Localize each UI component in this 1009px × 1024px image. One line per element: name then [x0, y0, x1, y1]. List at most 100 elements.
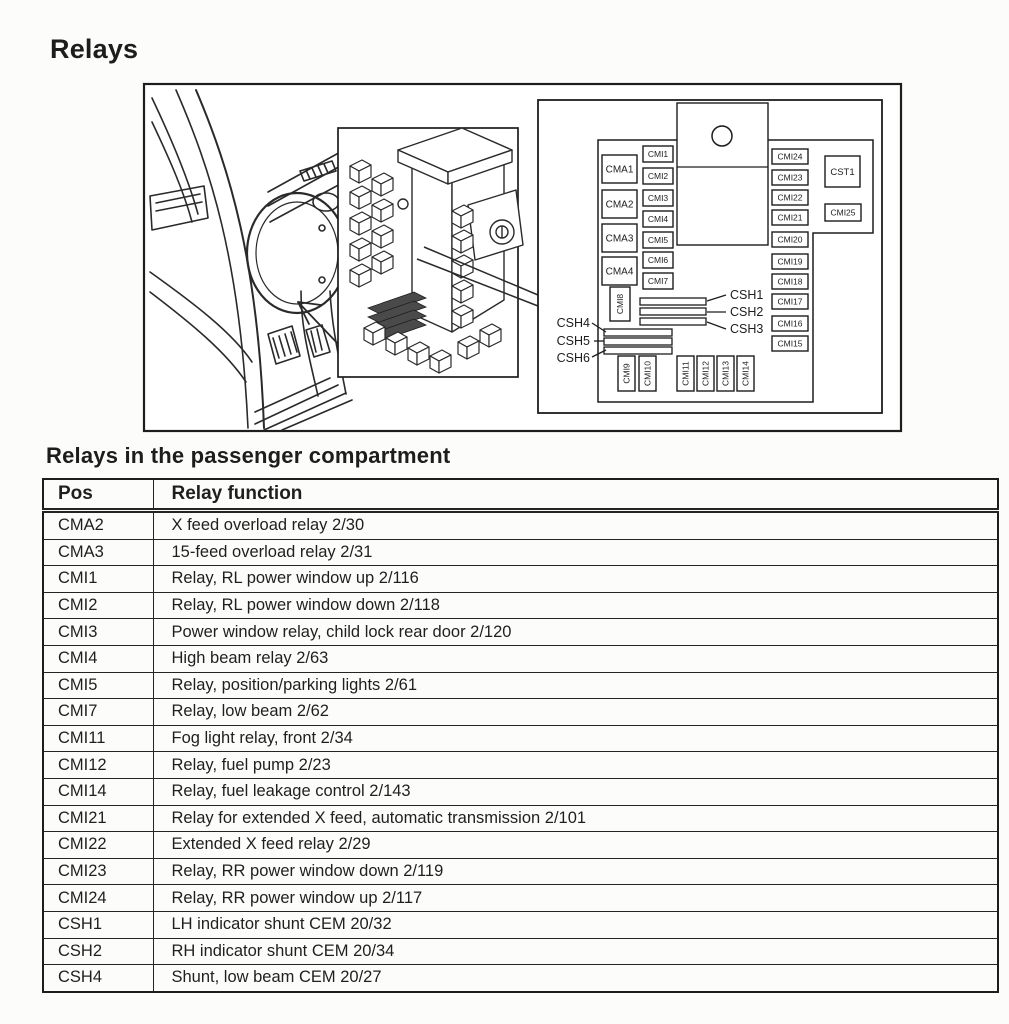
relay-slot: CMI1 [642, 145, 674, 163]
table-cell-function: Relay, position/parking lights 2/61 [152, 671, 999, 700]
svg-text:CMI22: CMI22 [777, 193, 802, 203]
page-title: Relays [50, 34, 139, 64]
svg-text:CST1: CST1 [830, 167, 854, 178]
table-cell-function: Relay, low beam 2/62 [152, 698, 999, 726]
relay-slot: CMI13 [716, 355, 735, 392]
table-cell-pos: CSH1 [42, 910, 154, 939]
csh-bars-left [603, 328, 673, 355]
table-cell-pos: CMA3 [42, 538, 154, 567]
table-cell-pos: CMI11 [42, 724, 154, 753]
csh4-label: CSH4 [557, 316, 590, 330]
relay-schematic: CSH1 CSH2 CSH3 CSH4 CSH5 CSH6 CMA1CMA2CM… [537, 99, 883, 414]
svg-text:CMI25: CMI25 [830, 208, 855, 218]
table-cell-pos: CMI5 [42, 671, 154, 700]
table-cell-function: LH indicator shunt CEM 20/32 [152, 910, 999, 939]
relay-slot: CMA2 [601, 189, 638, 219]
relay-slot: CMI14 [736, 355, 755, 392]
csh3-label: CSH3 [730, 322, 763, 336]
relay-slot: CMI8 [609, 286, 631, 322]
section-title: Relays in the passenger compartment [46, 443, 451, 468]
table-cell-pos: CMI1 [42, 565, 154, 593]
svg-text:CMI23: CMI23 [777, 173, 802, 183]
table-cell-pos: CMI3 [42, 618, 154, 646]
relay-location-figure: CSH1 CSH2 CSH3 CSH4 CSH5 CSH6 CMA1CMA2CM… [142, 82, 903, 433]
svg-text:CMI19: CMI19 [777, 257, 802, 267]
table-cell-function: Relay, RL power window up 2/116 [152, 565, 999, 593]
table-cell-pos: CMI21 [42, 804, 154, 833]
table-cell-function: Relay for extended X feed, automatic tra… [152, 804, 999, 833]
csh-bars-right [639, 297, 707, 326]
table-cell-pos: CMI23 [42, 857, 154, 886]
relay-slot: CMI10 [638, 355, 657, 392]
connector-block [676, 102, 769, 246]
relay-slot: CMI9 [617, 355, 636, 392]
svg-text:CMI14: CMI14 [741, 361, 751, 386]
relay-slot: CMI24 [771, 148, 809, 165]
relay-slot: CMI7 [642, 272, 674, 290]
svg-text:CMA4: CMA4 [606, 267, 634, 278]
relay-slot: CMI18 [771, 273, 809, 290]
relay-slot: CMI21 [771, 209, 809, 226]
svg-text:CMI2: CMI2 [648, 171, 669, 181]
csh2-label: CSH2 [730, 305, 763, 319]
table-cell-pos: CMI7 [42, 698, 154, 726]
table-cell-function: Relay, RR power window up 2/117 [152, 884, 999, 912]
csh6-label: CSH6 [557, 351, 590, 365]
svg-text:CMI18: CMI18 [777, 277, 802, 287]
csh-leader-lines [591, 294, 727, 358]
relay-slot: CMI20 [771, 231, 809, 248]
svg-text:CMI5: CMI5 [648, 235, 669, 245]
svg-text:CMI17: CMI17 [777, 297, 802, 307]
svg-text:CMI20: CMI20 [777, 235, 802, 245]
svg-text:CMI12: CMI12 [701, 361, 711, 386]
table-cell-function: Fog light relay, front 2/34 [152, 724, 999, 753]
table-header-row: Pos Relay function [42, 478, 999, 513]
relay-slot: CMI17 [771, 293, 809, 310]
relay-slot: CMI16 [771, 315, 809, 332]
relay-slot: CMI25 [824, 203, 862, 222]
svg-text:CMI4: CMI4 [648, 214, 669, 224]
col-header-pos: Pos [42, 478, 154, 513]
relay-slot: CMA1 [601, 154, 638, 184]
svg-text:CMA3: CMA3 [606, 234, 634, 245]
table-cell-function: Power window relay, child lock rear door… [152, 618, 999, 646]
svg-text:CMA2: CMA2 [606, 200, 634, 211]
relay-slot: CST1 [824, 155, 861, 188]
table-cell-pos: CMI4 [42, 644, 154, 673]
relay-slot: CMI2 [642, 167, 674, 185]
table-cell-function: Extended X feed relay 2/29 [152, 831, 999, 859]
svg-text:CMI6: CMI6 [648, 255, 669, 265]
relay-slot: CMI11 [676, 355, 695, 392]
svg-text:CMI3: CMI3 [648, 193, 669, 203]
table-cell-function: 15-feed overload relay 2/31 [152, 538, 999, 567]
car-interior-illustration [149, 89, 379, 431]
table-cell-pos: CMA2 [42, 510, 154, 540]
csh5-label: CSH5 [557, 334, 590, 348]
relay-slot: CMI19 [771, 253, 809, 270]
relay-slot: CMA3 [601, 223, 638, 253]
svg-text:CMI15: CMI15 [777, 339, 802, 349]
svg-text:CMA1: CMA1 [606, 165, 634, 176]
table-cell-pos: CSH2 [42, 937, 154, 966]
relay-slot: CMI3 [642, 189, 674, 207]
csh1-label: CSH1 [730, 288, 763, 302]
relay-slot: CMI15 [771, 335, 809, 352]
svg-text:CMI10: CMI10 [643, 361, 653, 386]
svg-text:CMI11: CMI11 [681, 361, 691, 386]
table-cell-function: Relay, fuel leakage control 2/143 [152, 777, 999, 806]
